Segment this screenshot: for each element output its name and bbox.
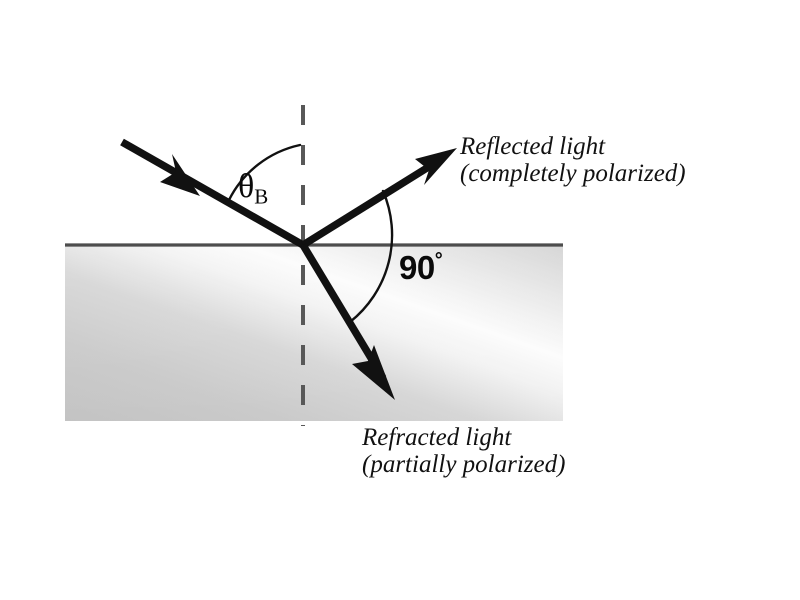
refracted-light-line1: Refracted light [362,424,512,451]
reflected-light-line1: Reflected light [460,133,606,160]
reflected-light-line2: (completely polarized) [460,160,686,187]
theta-subscript: B [254,184,269,209]
medium-block [65,246,563,421]
refracted-ray [299,243,395,400]
degree-symbol: ° [434,249,443,272]
angle-value: 90 [399,249,435,286]
ray-separation-angle-arc [348,189,394,324]
incident-ray [120,138,305,249]
ray-separation-angle-label: 90° [399,249,443,287]
refracted-light-label: Refracted light (partially polarized) [362,424,565,478]
theta-symbol: θ [238,168,255,205]
reflected-ray-arrowhead [415,148,457,185]
incidence-angle-arc [227,143,302,202]
reflected-light-label: Reflected light (completely polarized) [460,133,686,187]
reflected-ray [301,148,457,249]
incidence-angle-label: θB [238,168,268,209]
incident-ray-arrowhead [160,154,200,196]
refracted-light-line2: (partially polarized) [362,451,566,478]
refracted-ray-arrowhead [352,345,395,400]
